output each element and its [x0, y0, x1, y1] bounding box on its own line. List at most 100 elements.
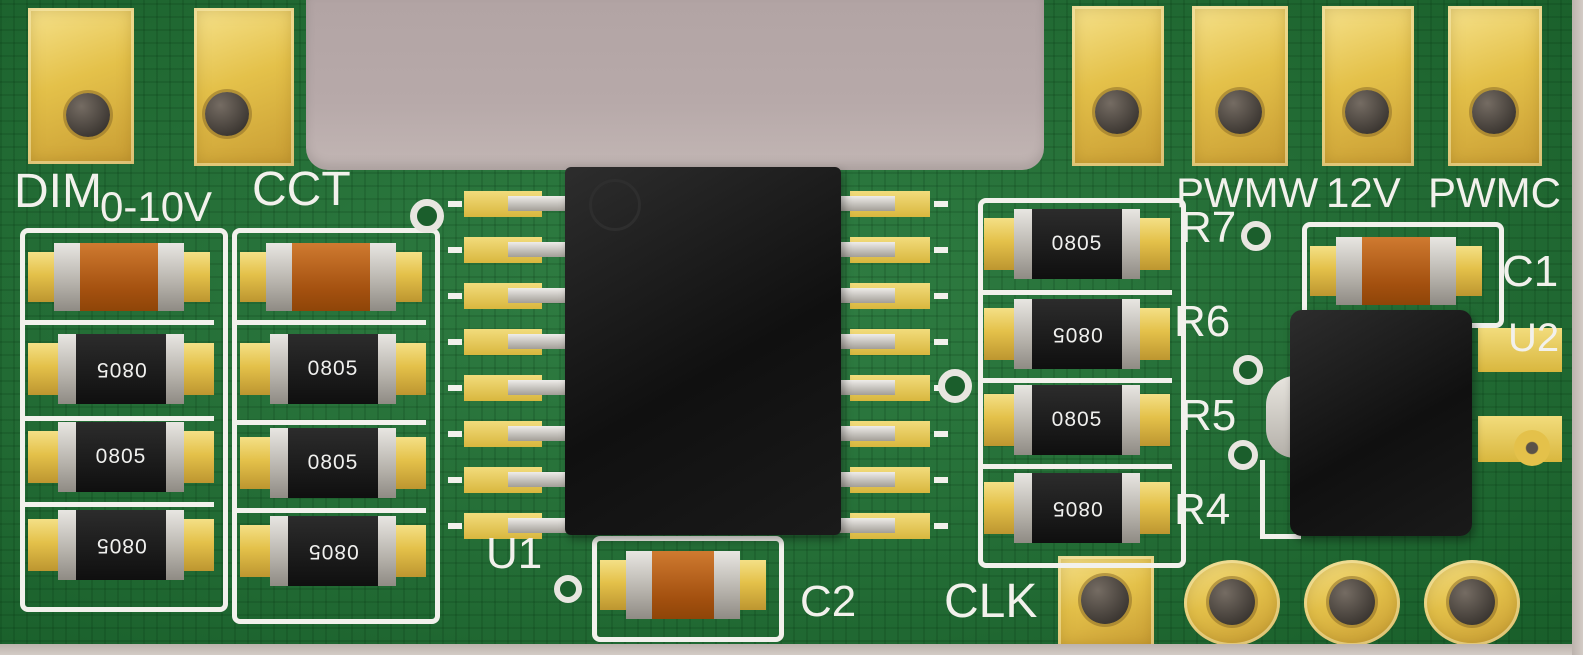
silkscreen-divider [982, 464, 1172, 469]
drill-hole [1081, 576, 1129, 624]
solder-pad [184, 431, 214, 483]
u1-silk-tick-left [448, 523, 462, 529]
label-pwmc: PWMC [1428, 169, 1561, 216]
label-cct: CCT [252, 163, 351, 216]
resistor: 0805 [28, 330, 214, 408]
solder-pad [1310, 246, 1336, 296]
resistor-body: 0805 [288, 428, 378, 498]
chip-terminal [58, 422, 76, 492]
drill-hole [1449, 579, 1495, 625]
solder-pad [28, 519, 58, 571]
solder-pad [396, 437, 426, 489]
resistor-r4: 0805 [984, 470, 1170, 546]
u1-lead-right [837, 196, 895, 211]
resistor-marking: 0805 [1051, 323, 1103, 346]
solder-pad [184, 519, 214, 571]
resistor-marking: 0805 [1051, 408, 1103, 431]
resistor-r5: 0805 [984, 382, 1170, 458]
capacitor-body [652, 551, 714, 619]
resistor-body: 0805 [1032, 473, 1122, 543]
label-c2: C2 [800, 577, 857, 626]
resistor-marking: 0805 [307, 357, 359, 380]
chip-terminal [1014, 299, 1032, 369]
chip-terminal [158, 243, 184, 311]
resistor-marking: 0805 [95, 358, 147, 381]
u1-silk-tick-left [448, 477, 462, 483]
via [1228, 440, 1258, 470]
label-r6: R6 [1174, 297, 1231, 346]
capacitor-body [1362, 237, 1430, 305]
solder-pad [1456, 246, 1482, 296]
u2-pad [1478, 328, 1562, 372]
chip-terminal [1122, 209, 1140, 279]
solder-pad [600, 560, 626, 610]
resistor: 0805 [240, 512, 426, 590]
oval-pad-3 [1424, 560, 1520, 646]
chip-terminal [58, 334, 76, 404]
silkscreen-outline [20, 228, 228, 612]
chip-terminal [266, 243, 292, 311]
chip-terminal [1122, 473, 1140, 543]
u1-silk-tick-left [448, 385, 462, 391]
capacitor-c1 [1310, 234, 1482, 308]
label-dim: DIM [14, 165, 102, 218]
resistor: 0805 [240, 330, 426, 408]
solder-pad [240, 437, 270, 489]
chip-terminal [378, 334, 396, 404]
via [938, 369, 972, 403]
solder-pad [240, 525, 270, 577]
chip-terminal [58, 510, 76, 580]
ic-u1-body [565, 167, 841, 535]
u1-lead-left [508, 518, 568, 533]
u1-lead-left [508, 334, 568, 349]
chip-terminal [270, 516, 288, 586]
solder-pad [184, 252, 210, 302]
resistor-body: 0805 [1032, 385, 1122, 455]
resistor-body: 0805 [76, 510, 166, 580]
solder-pad [984, 482, 1014, 534]
silkscreen-divider [24, 416, 214, 421]
label-pwmw: PWMW [1176, 169, 1319, 216]
drill-hole [1345, 90, 1389, 134]
via [1233, 355, 1263, 385]
u1-lead-left [508, 380, 568, 395]
silkscreen-divider [24, 320, 214, 325]
chip-terminal [54, 243, 80, 311]
u1-lead-right [837, 380, 895, 395]
u1-lead-right [837, 334, 895, 349]
resistor-marking: 0805 [95, 534, 147, 557]
solder-pad [740, 560, 766, 610]
u1-silk-tick-left [448, 247, 462, 253]
chip-terminal [1430, 237, 1456, 305]
u1-silk-tick-left [448, 293, 462, 299]
oval-pad-2 [1304, 560, 1400, 646]
via [410, 199, 444, 233]
resistor-r7: 0805 [984, 206, 1170, 282]
resistor-marking: 0805 [307, 540, 359, 563]
silkscreen-outline [978, 198, 1186, 568]
board-edge-bottom [0, 644, 1583, 655]
board-edge-right [1572, 0, 1583, 655]
through-hole-pad-1 [1072, 6, 1164, 166]
label-c1: C1 [1502, 247, 1559, 296]
chip-terminal [270, 334, 288, 404]
resistor-marking: 0805 [1051, 497, 1103, 520]
solder-pad [184, 343, 214, 395]
solder-pad [984, 308, 1014, 360]
drill-hole [1095, 90, 1139, 134]
capacitor-body [292, 243, 370, 311]
drill-hole [1472, 90, 1516, 134]
label-r4: R4 [1174, 485, 1231, 534]
u1-silk-tick-right [934, 293, 948, 299]
chip-terminal [714, 551, 740, 619]
u1-lead-right [837, 426, 895, 441]
capacitor-c2 [600, 548, 766, 622]
u1-lead-left [508, 288, 568, 303]
u1-silk-tick-left [448, 431, 462, 437]
drill-hole [1218, 90, 1262, 134]
silkscreen-divider [982, 378, 1172, 383]
solder-pad [28, 431, 58, 483]
solder-pad [984, 394, 1014, 446]
u1-silk-tick-right [934, 477, 948, 483]
chip-terminal [270, 428, 288, 498]
